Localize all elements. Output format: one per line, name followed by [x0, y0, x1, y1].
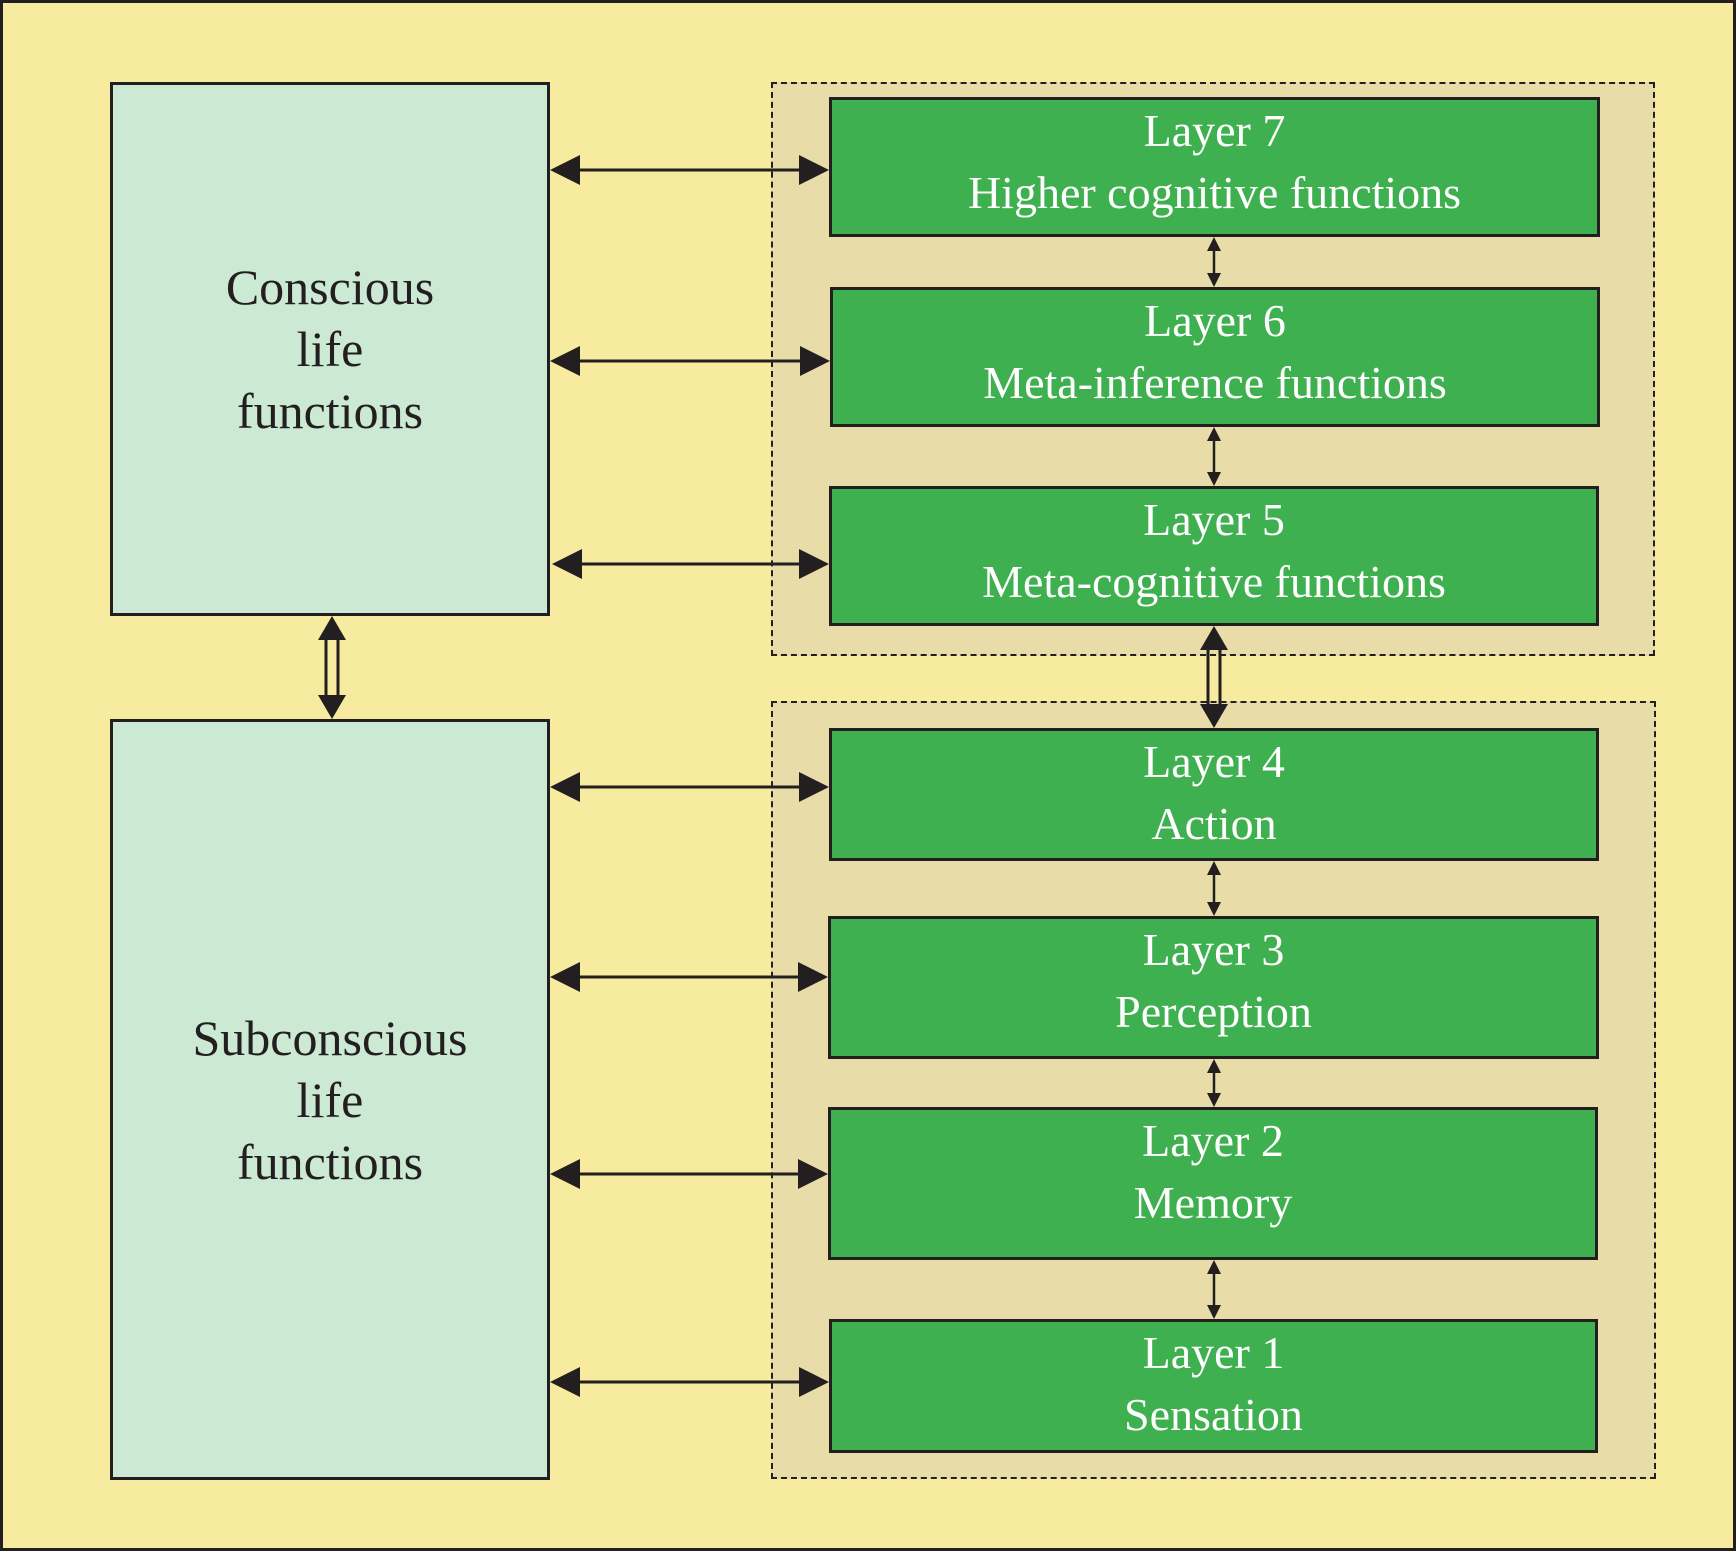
arrow-layer-4-layer-3	[1207, 861, 1221, 916]
hollow-arrow-conscious-subconscious	[318, 616, 346, 719]
arrow-layer-3-layer-2	[1207, 1059, 1221, 1107]
layer-6-box: Layer 6 Meta-inference functions	[830, 287, 1600, 427]
arrow-subconscious-layer-3	[550, 962, 828, 992]
subconscious-life-functions-label: Subconscious life functions	[192, 1009, 468, 1190]
arrow-subconscious-layer-1	[550, 1367, 829, 1397]
layer-1-box: Layer 1 Sensation	[829, 1319, 1598, 1453]
layer-6-name: Meta-inference functions	[983, 357, 1447, 408]
arrow-subconscious-layer-4	[550, 772, 829, 802]
layer-5-title: Layer 5	[1143, 494, 1285, 545]
hollow-arrow-layer-5-layer-4	[1200, 626, 1228, 728]
layer-7-title: Layer 7	[1143, 105, 1286, 156]
arrow-layer-6-layer-5	[1207, 427, 1221, 486]
arrow-subconscious-layer-2	[550, 1159, 828, 1189]
layer-3-title: Layer 3	[1142, 924, 1285, 975]
layer-2-box: Layer 2 Memory	[828, 1107, 1598, 1260]
layer-4-name: Action	[1151, 798, 1277, 849]
layer-1-title: Layer 1	[1142, 1327, 1285, 1378]
subconscious-life-functions-box: Subconscious life functions	[110, 719, 550, 1480]
connector-arrows	[318, 155, 1228, 1397]
layer-4-title: Layer 4	[1143, 736, 1285, 787]
layer-3-name: Perception	[1115, 986, 1312, 1037]
arrow-layer-7-layer-6	[1207, 237, 1221, 287]
arrow-conscious-layer-7	[550, 155, 829, 185]
layer-5-name: Meta-cognitive functions	[982, 556, 1446, 607]
arrow-conscious-layer-5	[552, 549, 829, 579]
layer-6-title: Layer 6	[1144, 295, 1286, 346]
arrow-conscious-layer-6	[550, 346, 830, 376]
layer-1-name: Sensation	[1124, 1389, 1303, 1440]
layer-7-box: Layer 7 Higher cognitive functions	[829, 97, 1600, 237]
conscious-life-functions-box: Conscious life functions	[110, 82, 550, 616]
layer-4-box: Layer 4 Action	[829, 728, 1599, 861]
conscious-life-functions-label: Conscious life functions	[225, 259, 435, 439]
arrow-layer-2-layer-1	[1207, 1260, 1221, 1319]
layer-2-name: Memory	[1133, 1177, 1293, 1228]
layer-2-title: Layer 2	[1142, 1115, 1284, 1166]
layer-5-box: Layer 5 Meta-cognitive functions	[829, 486, 1599, 626]
layer-3-box: Layer 3 Perception	[828, 916, 1599, 1059]
layer-7-name: Higher cognitive functions	[967, 167, 1462, 218]
